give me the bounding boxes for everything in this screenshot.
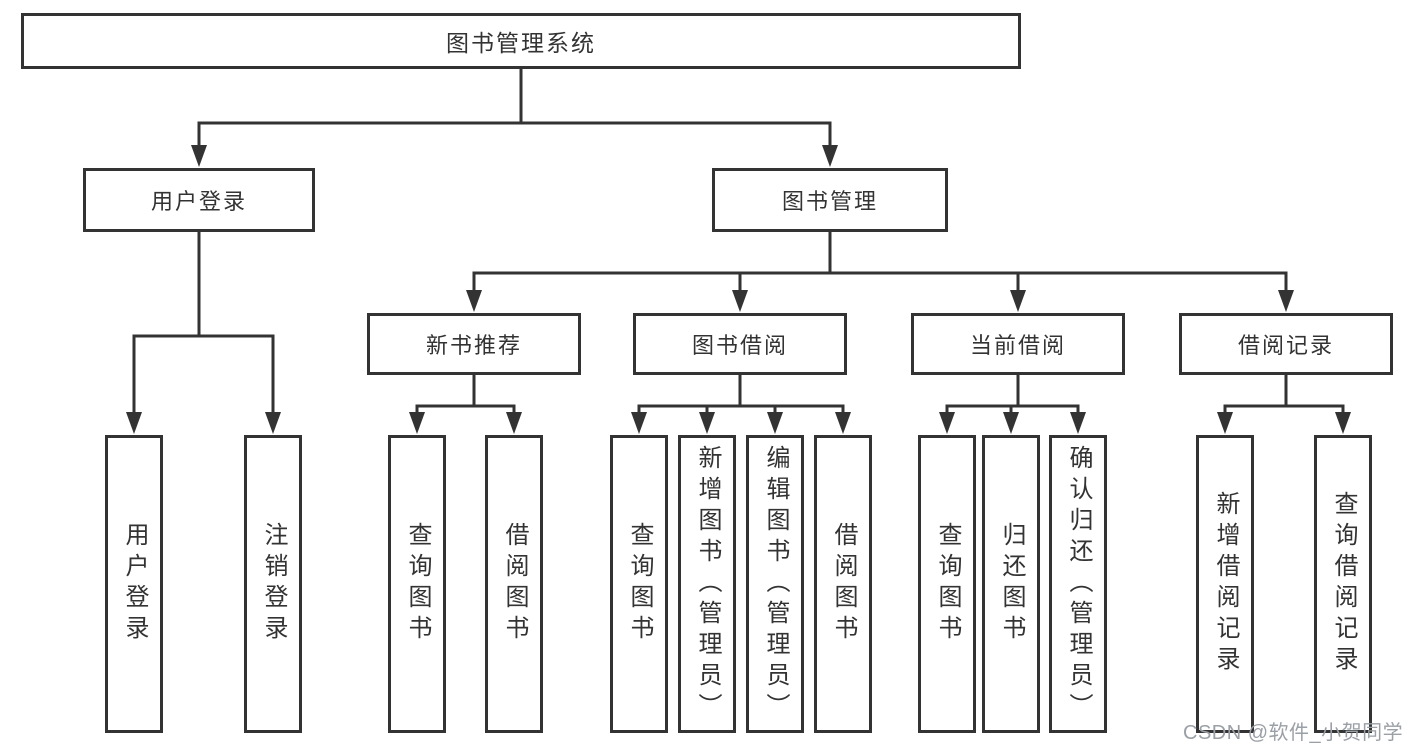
leaf-return-books: 归还图书 bbox=[982, 435, 1040, 733]
leaf-logout: 注销登录 bbox=[244, 435, 302, 733]
leaf-borrow-query-books-label: 查询图书 bbox=[626, 522, 653, 646]
node-book-borrow-label: 图书借阅 bbox=[691, 333, 788, 358]
leaf-add-book-admin: 新增图书（管理员） bbox=[678, 435, 736, 733]
node-book-management: 图书管理 bbox=[712, 168, 948, 232]
leaf-newbook-query-books-label: 查询图书 bbox=[404, 522, 431, 646]
node-current-borrow: 当前借阅 bbox=[911, 313, 1125, 375]
leaf-newbook-borrow-books-label: 借阅图书 bbox=[501, 522, 528, 646]
leaf-add-borrow-record: 新增借阅记录 bbox=[1196, 435, 1254, 733]
leaf-return-books-label: 归还图书 bbox=[998, 522, 1025, 646]
node-borrow-records: 借阅记录 bbox=[1179, 313, 1393, 375]
node-user-login-label: 用户登录 bbox=[150, 189, 247, 214]
leaf-confirm-return-admin-label: 确认归还（管理员） bbox=[1065, 444, 1092, 724]
leaf-query-borrow-record: 查询借阅记录 bbox=[1314, 435, 1372, 733]
leaf-query-borrow-record-label: 查询借阅记录 bbox=[1330, 491, 1357, 677]
leaf-add-book-admin-label: 新增图书（管理员） bbox=[694, 444, 721, 724]
leaf-edit-book-admin-label: 编辑图书（管理员） bbox=[762, 444, 789, 724]
leaf-borrow-books: 借阅图书 bbox=[814, 435, 872, 733]
leaf-edit-book-admin: 编辑图书（管理员） bbox=[746, 435, 804, 733]
node-new-book-recommend: 新书推荐 bbox=[367, 313, 581, 375]
node-root: 图书管理系统 bbox=[21, 13, 1021, 69]
leaf-user-login-label: 用户登录 bbox=[121, 522, 148, 646]
node-book-borrow: 图书借阅 bbox=[633, 313, 847, 375]
leaf-add-borrow-record-label: 新增借阅记录 bbox=[1212, 491, 1239, 677]
leaf-user-login: 用户登录 bbox=[105, 435, 163, 733]
leaf-newbook-query-books: 查询图书 bbox=[388, 435, 446, 733]
leaf-current-query-books: 查询图书 bbox=[918, 435, 976, 733]
leaf-confirm-return-admin: 确认归还（管理员） bbox=[1049, 435, 1107, 733]
leaf-logout-label: 注销登录 bbox=[260, 522, 287, 646]
csdn-watermark: CSDN @软件_小贺同学 bbox=[1183, 722, 1404, 744]
node-borrow-records-label: 借阅记录 bbox=[1237, 333, 1334, 358]
node-root-label: 图书管理系统 bbox=[446, 30, 596, 56]
arrowhead-icons bbox=[126, 145, 1351, 434]
leaf-current-query-books-label: 查询图书 bbox=[934, 522, 961, 646]
node-new-book-recommend-label: 新书推荐 bbox=[425, 333, 522, 358]
node-user-login: 用户登录 bbox=[83, 168, 315, 232]
leaf-newbook-borrow-books: 借阅图书 bbox=[485, 435, 543, 733]
leaf-borrow-books-label: 借阅图书 bbox=[830, 522, 857, 646]
node-book-management-label: 图书管理 bbox=[781, 189, 878, 214]
node-current-borrow-label: 当前借阅 bbox=[969, 333, 1066, 358]
leaf-borrow-query-books: 查询图书 bbox=[610, 435, 668, 733]
